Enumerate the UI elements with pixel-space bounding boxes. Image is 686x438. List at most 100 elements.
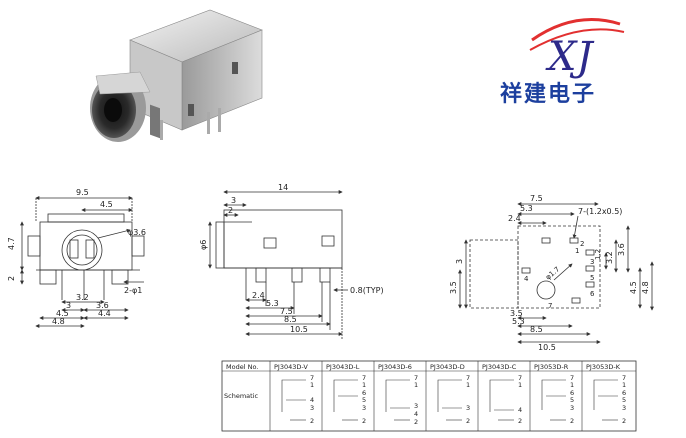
pin-label: 3 — [466, 404, 470, 412]
schematic-pins-c: 7 1 4 2 — [518, 374, 522, 425]
jack-photo — [90, 9, 263, 142]
pin-label: 1 — [518, 381, 522, 389]
model-header: PJ3043D-L — [326, 363, 360, 371]
side-view — [208, 190, 348, 340]
dim-label: 2.4 — [252, 291, 265, 300]
pin-label: 2 — [570, 417, 574, 425]
pin-label: 2 — [362, 417, 366, 425]
pin-label: 5 — [590, 274, 594, 282]
model-header: PJ3043D-D — [430, 363, 465, 371]
pin-label: 3 — [570, 404, 574, 412]
top-view-dims: 7.5 5.3 2.4 7-(1.2x0.5) 3 3.6 3.2 4.5 4.… — [449, 194, 650, 352]
dim-label: 3 — [455, 259, 464, 264]
dim-label: φ6 — [199, 240, 208, 250]
dim-label: 10.5 — [538, 343, 556, 352]
schematic-pins-6: 7 1 3 4 2 — [414, 374, 418, 426]
pin-label: 1 — [575, 247, 579, 255]
company-name: 祥建电子 — [500, 81, 596, 107]
pin-label: 3 — [414, 402, 418, 410]
schematic-symbols — [281, 379, 618, 421]
pin-label: 7 — [570, 374, 574, 382]
model-header: PJ3043D-V — [274, 363, 308, 371]
dim-label: 2-φ1 — [124, 286, 142, 295]
pin-label: 2 — [414, 418, 418, 426]
dim-label: φ1.7 — [544, 265, 561, 281]
dim-label: 2 — [228, 206, 233, 215]
row-label-schematic: Schematic — [224, 392, 258, 400]
pin-label: 2 — [580, 240, 584, 248]
dim-label: 5.3 — [520, 204, 533, 213]
pin-label: 7 — [622, 374, 626, 382]
schematic-table: Model No. Schematic PJ3043D-V PJ3043D-L … — [221, 360, 637, 432]
dim-label: 14 — [278, 183, 288, 192]
pin-label: 2 — [466, 417, 470, 425]
pin-label: 7 — [362, 374, 366, 382]
dim-label: 5.3 — [266, 299, 279, 308]
pin-label: 2 — [518, 417, 522, 425]
row-label-model: Model No. — [226, 363, 258, 371]
dim-label: 4.5 — [100, 200, 113, 209]
front-view-dims: 9.5 4.5 φ3.6 4.7 2 2-φ1 3.2 3 3.6 4.5 4.… — [7, 188, 146, 326]
pin-label: 7 — [414, 374, 418, 382]
dim-label: 3.5 — [510, 309, 523, 318]
pin-label: 3 — [622, 404, 626, 412]
pin-label: 7 — [548, 302, 552, 310]
side-view-dims: 14 3 2 φ6 2.4 5.3 7.5 8.5 10.5 0.8(TYP) — [199, 183, 384, 334]
pin-label: 3 — [590, 258, 594, 266]
dim-label: φ3.6 — [128, 228, 146, 237]
dim-label: 8.5 — [530, 325, 543, 334]
dim-label: 9.5 — [76, 188, 89, 197]
pin-label: 5 — [622, 396, 626, 404]
pin-label: 1 — [570, 381, 574, 389]
pin-label: 6 — [362, 389, 366, 397]
schematic-pins-d: 7 1 3 2 — [466, 374, 470, 425]
dim-label: 0.8(TYP) — [350, 286, 384, 295]
dim-label: 8.5 — [284, 315, 297, 324]
company-logo: XJ 祥建电子 — [500, 18, 625, 107]
front-view — [20, 196, 145, 328]
dim-label: 2.4 — [508, 214, 521, 223]
dim-label: 3.2 — [76, 293, 89, 302]
dim-label: 3 — [231, 196, 236, 205]
schematic-pins-r: 7 1 6 5 3 2 — [570, 374, 574, 425]
pin-label: 6 — [590, 290, 595, 298]
model-header: PJ3043D-C — [482, 363, 517, 371]
pin-label: 1 — [310, 381, 314, 389]
dim-label: 7-(1.2x0.5) — [578, 207, 622, 216]
pin-label: 1 — [466, 381, 470, 389]
top-view-pins: 1 2 3 4 5 6 7 — [524, 240, 595, 310]
model-header: PJ3053D-R — [534, 363, 569, 371]
pin-label: 4 — [414, 410, 418, 418]
pin-label: 5 — [570, 396, 574, 404]
pin-label: 4 — [518, 406, 522, 414]
top-view — [458, 202, 654, 344]
dim-label: 2 — [7, 276, 16, 281]
schematic-pins-l: 7 1 6 5 3 2 — [362, 374, 366, 425]
dim-label: 10.5 — [290, 325, 308, 334]
pin-label: 7 — [310, 374, 314, 382]
dim-label: 4.4 — [98, 309, 111, 318]
dim-label: 7.5 — [530, 194, 543, 203]
model-header: PJ3053D-K — [586, 363, 621, 371]
pin-label: 1 — [362, 381, 366, 389]
schematic-pins-v: 7 1 4 3 2 — [310, 374, 314, 425]
dim-label: 3.6 — [96, 301, 109, 310]
dim-label: 4.8 — [641, 281, 650, 294]
pin-label: 6 — [570, 389, 574, 397]
dim-label: 7.5 — [280, 307, 293, 316]
dim-label: 4.7 — [7, 237, 16, 250]
pin-label: 1 — [414, 381, 418, 389]
dim-label: 1.2 — [594, 249, 602, 260]
dim-label: 3 — [66, 301, 71, 310]
pin-label: 3 — [310, 404, 314, 412]
dim-label: 5.3 — [512, 317, 525, 326]
pin-label: 4 — [310, 396, 314, 404]
pin-label: 5 — [362, 396, 366, 404]
dim-label: 3.2 — [605, 251, 614, 264]
pin-label: 2 — [622, 417, 626, 425]
pin-label: 7 — [518, 374, 522, 382]
pin-label: 2 — [310, 417, 314, 425]
dim-label: 4.5 — [629, 281, 638, 294]
pin-label: 7 — [466, 374, 470, 382]
